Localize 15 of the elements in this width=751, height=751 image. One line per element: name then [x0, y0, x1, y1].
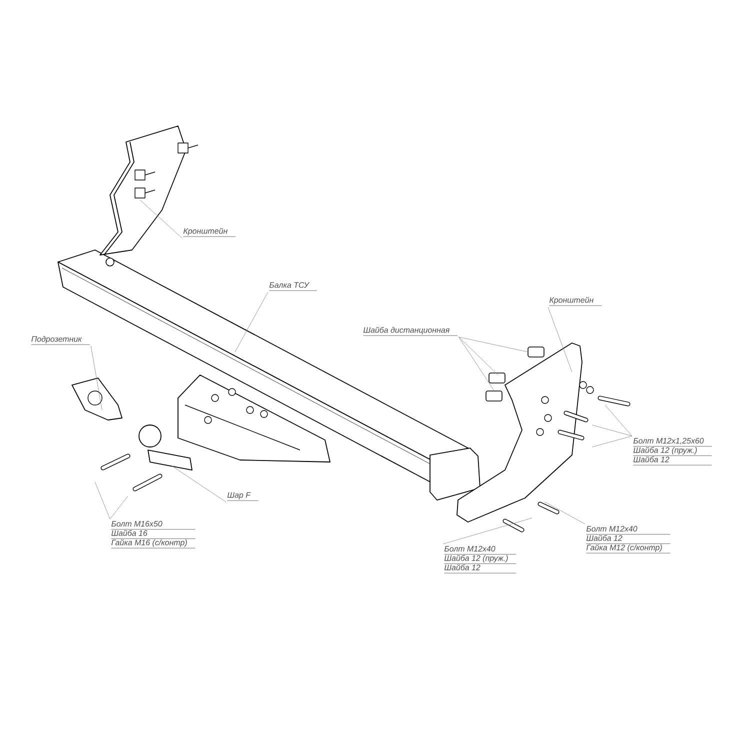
leader-line — [592, 424, 632, 436]
leader-line — [604, 404, 632, 436]
leader-line — [458, 336, 496, 392]
leader-line — [110, 496, 128, 520]
leader-line — [90, 346, 102, 410]
leader-line — [544, 502, 586, 524]
leader-line — [592, 436, 632, 448]
leader-line — [172, 466, 226, 502]
leader-line — [458, 336, 498, 376]
leader-line — [458, 336, 528, 352]
leader-line — [234, 292, 268, 352]
leader-line — [442, 518, 532, 544]
leader-line — [94, 482, 110, 520]
leader-line — [140, 200, 182, 238]
leader-line — [548, 306, 572, 372]
